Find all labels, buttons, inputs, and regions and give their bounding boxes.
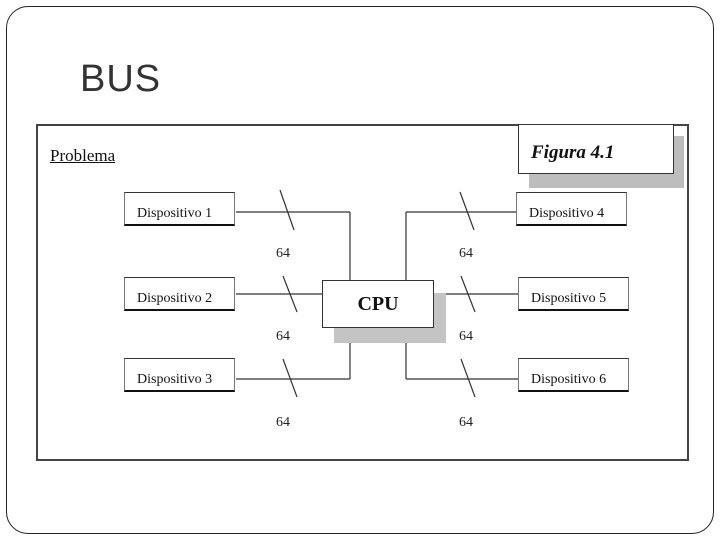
bus-slash-1 (279, 189, 295, 231)
figure-heading: Problema (50, 146, 116, 165)
device-label-3: Dispositivo 3 (137, 372, 213, 387)
device-box-5: Dispositivo 5 (518, 277, 629, 311)
bus-width-label-4: 64 (459, 246, 473, 261)
device-box-6: Dispositivo 6 (518, 358, 629, 392)
bus-slash-4 (459, 191, 475, 231)
bus-width-label-6: 64 (459, 415, 473, 430)
device-box-4: Dispositivo 4 (516, 192, 627, 226)
figure-label: Figura 4.1 (531, 142, 615, 163)
bus-slash-2 (282, 275, 298, 313)
bus-width-label-1: 64 (276, 246, 290, 261)
bus-slash-3 (282, 358, 298, 398)
bus-width-label-5: 64 (459, 329, 473, 344)
bus-slash-5 (460, 275, 476, 313)
bus-width-label-3: 64 (276, 415, 290, 430)
cpu-label: CPU (357, 293, 399, 315)
bus-width-label-2: 64 (276, 329, 290, 344)
slide-title: BUS (80, 58, 162, 100)
bus-wires (236, 189, 518, 398)
device-box-1: Dispositivo 1 (124, 192, 235, 226)
device-box-2: Dispositivo 2 (124, 277, 235, 311)
device-label-5: Dispositivo 5 (531, 291, 607, 306)
device-label-2: Dispositivo 2 (137, 291, 213, 306)
device-label-6: Dispositivo 6 (531, 372, 607, 387)
device-label-4: Dispositivo 4 (529, 206, 605, 221)
device-label-1: Dispositivo 1 (137, 206, 213, 221)
bus-slash-6 (460, 358, 476, 398)
slide-frame (6, 6, 714, 534)
cpu-box: CPU (322, 280, 434, 328)
device-box-3: Dispositivo 3 (124, 358, 235, 392)
bus-diagram-figure: Problema Figura 4.1 Dispositivo 1 (36, 124, 689, 461)
figure-label-box: Figura 4.1 (518, 124, 674, 174)
